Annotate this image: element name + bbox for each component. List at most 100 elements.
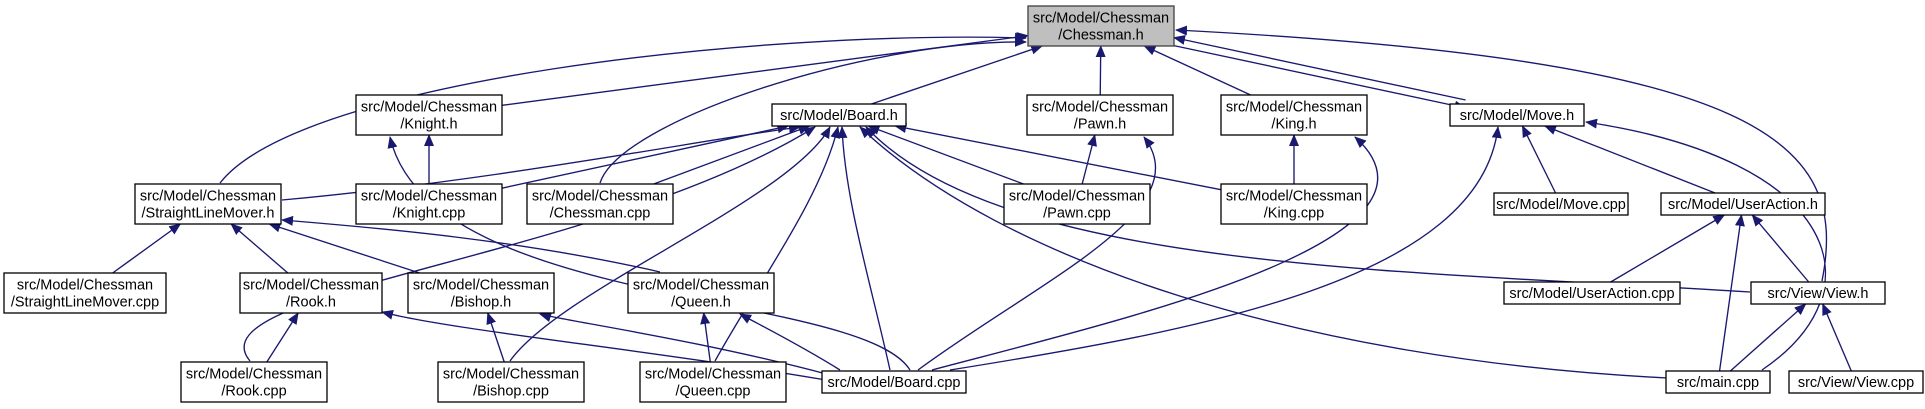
node-straight-h[interactable]: src/Model/Chessman/StraightLineMover.h	[134, 183, 282, 225]
edge-straight_h-to-chessman_h	[219, 32, 1027, 184]
node-chessman-cpp[interactable]: src/Model/Chessman/Chessman.cpp	[526, 183, 674, 225]
node-label: /Queen.cpp	[676, 384, 751, 400]
node-box	[627, 272, 775, 314]
node-label: /Queen.h	[671, 295, 731, 311]
edge-board_cpp-to-move_h	[949, 126, 1502, 371]
node-bishop-cpp[interactable]: src/Model/Chessman/Bishop.cpp	[437, 361, 585, 403]
node-label: /Pawn.cpp	[1043, 206, 1111, 222]
node-bishop-h[interactable]: src/Model/Chessman/Bishop.h	[407, 272, 555, 314]
node-box	[1665, 370, 1771, 394]
node-box	[1788, 370, 1924, 394]
node-label: /King.h	[1271, 117, 1316, 133]
node-move-cpp[interactable]: src/Model/Move.cpp	[1493, 192, 1629, 216]
edge-move_h-to-chessman_h	[1173, 35, 1466, 101]
node-chessman-h[interactable]: src/Model/Chessman/Chessman.h	[1027, 5, 1175, 47]
node-queen-cpp[interactable]: src/Model/Chessman/Queen.cpp	[639, 361, 787, 403]
edge-bishop_cpp-to-bishop_h	[486, 312, 505, 363]
edge-board_cpp-to-king_h	[931, 136, 1379, 371]
node-box	[526, 183, 674, 225]
edge-bishop_h-to-straight_h	[268, 222, 420, 274]
edge-board_cpp-to-board_h	[837, 126, 891, 371]
node-label: /StraightLineMover.h	[142, 206, 275, 222]
node-label: src/Model/Board.cpp	[828, 375, 961, 391]
edge-bishop_cpp-to-board_h	[509, 126, 831, 362]
node-king-h[interactable]: src/Model/Chessman/King.h	[1220, 94, 1368, 136]
node-box	[1449, 103, 1585, 127]
node-view-h[interactable]: src/View/View.h	[1750, 281, 1886, 305]
node-box	[3, 272, 167, 314]
node-rook-h[interactable]: src/Model/Chessman/Rook.h	[239, 272, 383, 314]
node-label: src/Model/Chessman	[1009, 189, 1145, 205]
edge-pawn_cpp-to-board_h	[867, 125, 1024, 185]
edge-queen_cpp-to-queen_h	[700, 312, 711, 363]
node-box	[1220, 94, 1368, 136]
edge-chessman_cpp-to-chessman_h	[599, 36, 1027, 184]
node-label: /StraightLineMover.cpp	[11, 295, 159, 311]
node-box	[1660, 192, 1826, 216]
node-label: src/Model/Chessman	[532, 189, 668, 205]
node-label: src/Model/UserAction.cpp	[1509, 286, 1674, 302]
node-label: src/Model/Chessman	[140, 189, 276, 205]
node-box	[1493, 192, 1629, 216]
node-knight-cpp[interactable]: src/Model/Chessman/Knight.cpp	[355, 183, 503, 225]
edge-view_h-to-useraction_h	[1751, 214, 1810, 283]
edge-straight_cpp-to-straight_h	[112, 223, 182, 274]
node-queen-h[interactable]: src/Model/Chessman/Queen.h	[627, 272, 775, 314]
file-nodes: src/Model/Chessman/Chessman.hsrc/Model/C…	[3, 5, 1924, 403]
edge-pawn_cpp-to-pawn_h	[1081, 134, 1097, 185]
node-pawn-h[interactable]: src/Model/Chessman/Pawn.h	[1026, 94, 1174, 136]
node-box	[437, 361, 585, 403]
edge-view_cpp-to-view_h	[1822, 303, 1852, 372]
node-label: src/Model/Chessman	[443, 367, 579, 383]
edge-chessman_h-to-move_h	[1173, 44, 1467, 111]
node-board-cpp[interactable]: src/Model/Board.cpp	[821, 370, 967, 394]
node-label: src/Model/Chessman	[1032, 100, 1168, 116]
edge-knight_cpp-to-board_h	[501, 123, 790, 189]
node-label: src/Model/Chessman	[1226, 189, 1362, 205]
node-box	[355, 183, 503, 225]
node-label: src/Model/Board.h	[780, 108, 898, 124]
node-label: src/main.cpp	[1677, 375, 1759, 391]
node-box	[1026, 94, 1174, 136]
node-box	[407, 272, 555, 314]
node-knight-h[interactable]: src/Model/Chessman/Knight.h	[355, 94, 503, 136]
node-label: src/Model/Chessman	[1033, 11, 1169, 27]
node-label: /Pawn.h	[1074, 117, 1126, 133]
node-rook-cpp[interactable]: src/Model/Chessman/Rook.cpp	[180, 361, 328, 403]
node-board-h[interactable]: src/Model/Board.h	[771, 103, 907, 127]
node-label: /Knight.cpp	[393, 206, 466, 222]
node-useraction-h[interactable]: src/Model/UserAction.h	[1660, 192, 1826, 216]
node-label: /Chessman.cpp	[550, 206, 651, 222]
node-box	[239, 272, 383, 314]
node-box	[134, 183, 282, 225]
edge-view_h-to-chessman_h	[1175, 25, 1828, 282]
node-useraction-cpp[interactable]: src/Model/UserAction.cpp	[1503, 281, 1681, 305]
node-label: src/Model/Chessman	[645, 367, 781, 383]
node-box	[355, 94, 503, 136]
node-box	[1027, 5, 1175, 47]
node-king-cpp[interactable]: src/Model/Chessman/King.cpp	[1220, 183, 1368, 225]
node-label: src/Model/Chessman	[243, 278, 379, 294]
node-box	[771, 103, 907, 127]
node-pawn-cpp[interactable]: src/Model/Chessman/Pawn.cpp	[1003, 183, 1151, 225]
node-label: /Bishop.cpp	[473, 384, 549, 400]
edge-main_cpp-to-board_h	[859, 126, 1669, 379]
node-move-h[interactable]: src/Model/Move.h	[1449, 103, 1585, 127]
edge-board_h-to-chessman_h	[871, 44, 1044, 105]
edge-king_h-to-chessman_h	[1143, 45, 1251, 96]
node-label: src/Model/Chessman	[361, 189, 497, 205]
node-box	[639, 361, 787, 403]
node-label: src/Model/Move.h	[1460, 108, 1574, 124]
node-view-cpp[interactable]: src/View/View.cpp	[1788, 370, 1924, 394]
node-main-cpp[interactable]: src/main.cpp	[1665, 370, 1771, 394]
edge-main_cpp-to-view_h	[1729, 303, 1807, 372]
node-box	[821, 370, 967, 394]
node-box	[180, 361, 328, 403]
node-straight-cpp[interactable]: src/Model/Chessman/StraightLineMover.cpp	[3, 272, 167, 314]
node-label: src/Model/Chessman	[361, 100, 497, 116]
node-label: src/Model/Chessman	[633, 278, 769, 294]
node-label: /Chessman.h	[1058, 28, 1143, 44]
node-label: src/Model/Chessman	[186, 367, 322, 383]
edge-board_cpp-to-pawn_h	[917, 136, 1157, 371]
